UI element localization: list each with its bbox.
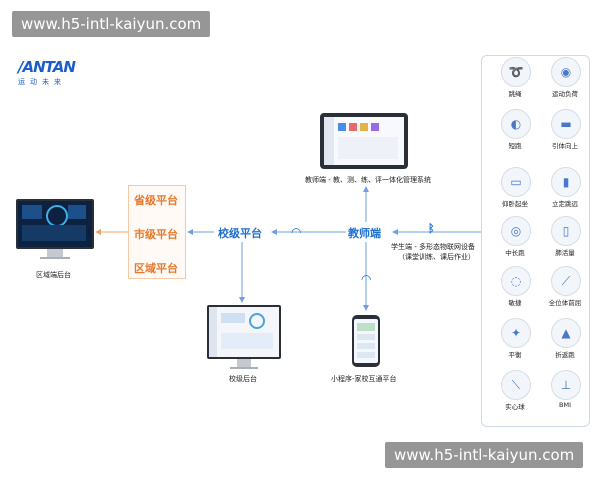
agility-device-icon: ◌ — [501, 266, 531, 296]
regional-backend-label: 区域端后台 — [36, 271, 71, 279]
miniprogram-label: 小程序-家校互通平台 — [331, 375, 397, 383]
device-label: 中长跑 — [505, 249, 525, 257]
regional-monitor-icon — [16, 199, 94, 259]
device-label: 折返跑 — [555, 351, 575, 359]
wifi-icon: ◠ — [291, 225, 302, 239]
company-logo: /ANTAN 运动未来 — [18, 58, 76, 87]
watermark-bottom: www.h5-intl-kaiyun.com — [385, 442, 584, 468]
school-monitor-icon — [207, 305, 281, 369]
student-label-line1: 学生端 - 多形态物联网设备 — [391, 243, 475, 251]
device-label: 仰卧起坐 — [502, 200, 528, 208]
device-label: 全位体前屈 — [548, 299, 582, 307]
device-label: BMI — [559, 401, 571, 409]
device-label: 平衡 — [508, 351, 522, 359]
medicine-ball-icon: ⟍ — [501, 370, 531, 400]
heart-rate-band-icon: ◉ — [551, 57, 581, 87]
balance-device-icon: ✦ — [501, 318, 531, 348]
logo-mark: /ANTAN — [18, 58, 76, 76]
long-jump-mat-icon: ▮ — [551, 167, 581, 197]
pull-up-sensor-icon: ▬ — [551, 109, 581, 139]
platform-group — [128, 185, 186, 279]
teacher-node: 教师端 — [348, 225, 381, 241]
shuttle-run-cone-icon: ▲ — [551, 318, 581, 348]
device-label: 立定跳远 — [552, 200, 578, 208]
sprint-sensor-icon: ◐ — [501, 109, 531, 139]
logo-subtitle: 运动未来 — [18, 78, 66, 86]
platform-provincial: 省级平台 — [134, 194, 178, 207]
sit-up-device-icon: ▭ — [501, 167, 531, 197]
middle-distance-tag-icon: ◎ — [501, 216, 531, 246]
device-label: 敏捷 — [508, 299, 522, 307]
device-label: 跳绳 — [508, 90, 522, 98]
platform-district: 区域平台 — [134, 262, 178, 275]
sit-and-reach-icon: ⟋ — [551, 266, 581, 296]
device-label: 引体向上 — [552, 142, 578, 150]
student-label-line2: （课堂训练、课后作业） — [398, 253, 475, 261]
teacher-tablet-icon — [320, 113, 408, 169]
wifi-icon: ◠ — [361, 272, 372, 286]
platform-city: 市级平台 — [134, 228, 178, 241]
device-label: 肺活量 — [555, 249, 575, 257]
teacher-system-label: 教师端 - 教、测、练、评一体化管理系统 — [305, 176, 431, 184]
bluetooth-icon: ᛒ — [428, 222, 435, 235]
device-label: 运动负荷 — [552, 90, 578, 98]
device-label: 短跑 — [508, 142, 522, 150]
device-label: 实心球 — [505, 403, 525, 411]
watermark-top: www.h5-intl-kaiyun.com — [12, 11, 211, 37]
school-backend-label: 校级后台 — [229, 375, 257, 383]
spirometer-icon: ▯ — [551, 216, 581, 246]
jump-rope-icon: ➰ — [501, 57, 531, 87]
miniprogram-phone-icon — [352, 315, 380, 367]
bmi-scale-icon: ⊥ — [551, 370, 581, 400]
school-platform-node: 校级平台 — [218, 225, 262, 241]
